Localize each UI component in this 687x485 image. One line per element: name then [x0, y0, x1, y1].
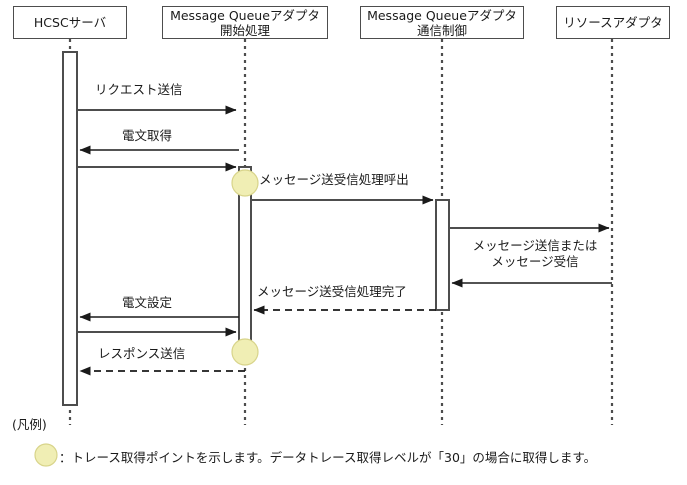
participant-label-mq-start: Message Queueアダプタ 開始処理 — [170, 7, 320, 38]
legend-description: ：トレース取得ポイントを示します。データトレース取得レベルが「30」の場合に取得… — [59, 447, 596, 466]
legend-description-text: トレース取得ポイントを示します。データトレース取得レベルが「30」の場合に取得し… — [71, 450, 597, 465]
participant-label-hcsc: HCSCサーバ — [33, 15, 107, 30]
message-label-request: リクエスト送信 — [95, 82, 183, 97]
participant-box-resource[interactable]: リソースアダプタ — [556, 6, 670, 39]
message-label-send-or-recv: メッセージ送信または メッセージ受信 — [472, 238, 598, 269]
activation-bar-mq-comm — [435, 199, 450, 311]
message-label-send-recv-call: メッセージ送受信処理呼出 — [259, 172, 409, 187]
legend-marker-colon: ： — [59, 450, 72, 465]
participant-box-mq-start[interactable]: Message Queueアダプタ 開始処理 — [162, 6, 328, 39]
participant-label-mq-comm: Message Queueアダプタ 通信制御 — [367, 7, 517, 38]
legend-trace-point-dot — [34, 443, 58, 467]
participant-label-resource: リソースアダプタ — [563, 15, 663, 30]
trace-point-marker-1 — [231, 169, 259, 197]
message-label-telegram-get: 電文取得 — [122, 128, 173, 143]
trace-points-group — [231, 169, 259, 366]
message-label-response: レスポンス送信 — [98, 346, 186, 361]
message-label-send-recv-done: メッセージ送受信処理完了 — [257, 284, 407, 299]
message-label-telegram-set: 電文設定 — [122, 295, 173, 310]
trace-point-marker-2 — [231, 338, 259, 366]
activation-bars-group — [62, 51, 450, 406]
activation-bar-hcsc — [62, 51, 78, 406]
participant-box-hcsc[interactable]: HCSCサーバ — [13, 6, 127, 39]
legend-title: (凡例) — [12, 417, 47, 432]
participant-box-mq-comm[interactable]: Message Queueアダプタ 通信制御 — [360, 6, 524, 39]
messages-group — [77, 105, 612, 376]
